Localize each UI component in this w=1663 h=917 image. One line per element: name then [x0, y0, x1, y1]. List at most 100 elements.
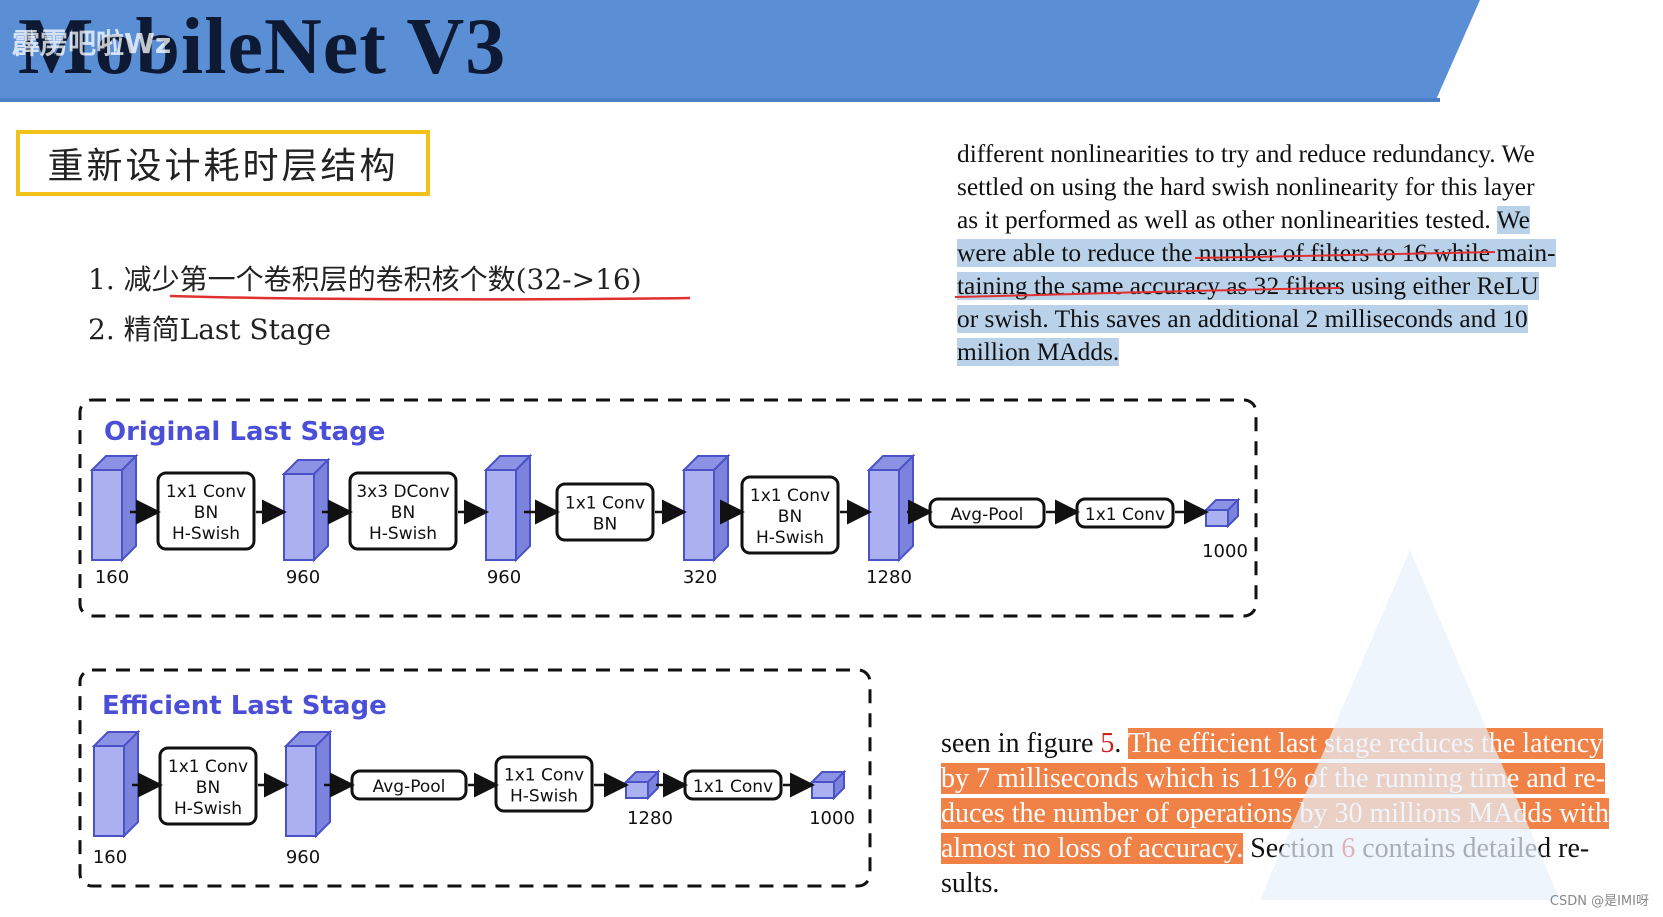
page-title: MobileNet V3	[18, 3, 507, 91]
tensor-side	[123, 729, 139, 839]
tensor-front	[283, 473, 315, 561]
paper-line: different nonlinearities to try and redu…	[957, 140, 1535, 168]
efficient-stage-frame	[78, 668, 872, 888]
tensor-front	[868, 469, 900, 561]
tensor-side	[121, 453, 137, 563]
tensor-front	[93, 745, 125, 837]
efficient-stage-title: Efficient Last Stage	[102, 691, 387, 721]
layer-label: Avg-Pool	[951, 505, 1024, 525]
tensor-size-label: 960	[286, 847, 320, 868]
tensor-160: 160	[91, 729, 141, 868]
tensor-front	[91, 469, 123, 561]
tensor-960: 960	[283, 729, 333, 868]
tensor-960: 960	[483, 453, 533, 588]
point-1: 1. 减少第一个卷积层的卷积核个数(32->16)	[88, 263, 642, 296]
layer-label: BN	[391, 503, 415, 523]
tensor-front	[285, 745, 317, 837]
tensor-side	[1227, 497, 1239, 529]
highlight: million MAdds.	[957, 338, 1120, 366]
block-1x1conv: 1x1 Conv	[683, 769, 783, 801]
tensor-size-label: 160	[95, 567, 129, 588]
red-underline	[169, 294, 691, 301]
tensor-side	[647, 769, 659, 801]
layer-label: 1x1 Conv	[168, 757, 248, 777]
subtitle-box: 重新设计耗时层结构	[16, 130, 430, 196]
original-stage-frame	[78, 398, 1258, 618]
layer-label: 1x1 Conv	[504, 766, 584, 786]
header-banner	[0, 0, 1480, 102]
watermark-text: 霹雳吧啦Wz	[12, 27, 172, 60]
tensor-160: 160	[89, 453, 139, 588]
tensor-size-label: 320	[683, 567, 717, 588]
layer-label: 3x3 DConv	[356, 482, 449, 502]
tensor-size-label: 160	[93, 847, 127, 868]
tensor-side	[833, 769, 845, 801]
paper-line: million MAdds.	[957, 336, 1607, 369]
layer-label: H-Swish	[756, 528, 824, 548]
highlight: We	[1496, 206, 1530, 234]
tensor-side	[898, 453, 914, 563]
tensor-front	[625, 781, 649, 799]
tensor-front	[1205, 509, 1229, 527]
tensor-side	[515, 453, 531, 563]
layer-label: 1x1 Conv	[1085, 505, 1165, 525]
tensor-1000: 1000	[1202, 497, 1248, 562]
paper-line: or swish. This saves an additional 2 mil…	[957, 303, 1607, 336]
tensor-front	[683, 469, 715, 561]
block-avg-pool: Avg-Pool	[350, 769, 468, 801]
tensor-size-label: 960	[487, 567, 521, 588]
footer-credit: CSDN @是IMI呀	[1549, 894, 1649, 909]
layer-label: 1x1 Conv	[565, 494, 645, 514]
tensor-size-label: 1280	[866, 567, 912, 588]
tensor-1000: 1000	[809, 769, 855, 829]
layer-label: Avg-Pool	[373, 777, 446, 797]
layer-label: 1x1 Conv	[166, 482, 246, 502]
tensor-960: 960	[281, 457, 331, 588]
tensor-1280: 1280	[623, 769, 673, 829]
layer-label: BN	[194, 503, 218, 523]
red-underline	[954, 287, 1341, 298]
tensor-1280: 1280	[866, 453, 916, 588]
block-1x1conv: 1x1 Conv	[1075, 497, 1175, 529]
tensor-side	[315, 729, 331, 839]
layer-label: BN	[778, 507, 802, 527]
tensor-side	[313, 457, 329, 563]
layer-label: BN	[196, 778, 220, 798]
tensor-front	[485, 469, 517, 561]
tensor-size-label: 1000	[1202, 541, 1248, 562]
layer-label: H-Swish	[510, 787, 578, 807]
paper-line: as it performed as well as other nonline…	[957, 206, 1530, 234]
tensor-320: 320	[681, 453, 731, 588]
figure-ref: 5	[1100, 728, 1115, 759]
paper-text: seen in figure	[941, 728, 1094, 759]
tensor-size-label: 960	[286, 567, 320, 588]
subtitle: 重新设计耗时层结构	[47, 146, 399, 187]
point-2: 2. 精简Last Stage	[88, 313, 332, 346]
tensor-size-label: 1000	[809, 808, 855, 829]
highlight: almost no loss of accuracy.	[941, 833, 1244, 864]
original-stage-title: Original Last Stage	[104, 417, 385, 447]
bg-watermark-shape	[1260, 550, 1560, 900]
key-points: 1. 减少第一个卷积层的卷积核个数(32->16) 2. 精简Last Stag…	[88, 255, 642, 355]
layer-label: 1x1 Conv	[750, 486, 830, 506]
paper-line: settled on using the hard swish nonlinea…	[957, 173, 1535, 201]
red-underline	[1194, 251, 1496, 259]
highlight: or swish. This saves an additional 2 mil…	[957, 305, 1528, 333]
tensor-front	[811, 781, 835, 799]
tensor-side	[713, 453, 729, 563]
layer-label: H-Swish	[172, 524, 240, 544]
tensor-size-label: 1280	[627, 808, 673, 829]
layer-label: H-Swish	[174, 799, 242, 819]
layer-label: H-Swish	[369, 524, 437, 544]
watermark: 霹雳吧啦Wz	[12, 22, 171, 62]
block-avg-pool: Avg-Pool	[928, 497, 1046, 529]
layer-label: 1x1 Conv	[693, 777, 773, 797]
layer-label: BN	[593, 515, 617, 535]
